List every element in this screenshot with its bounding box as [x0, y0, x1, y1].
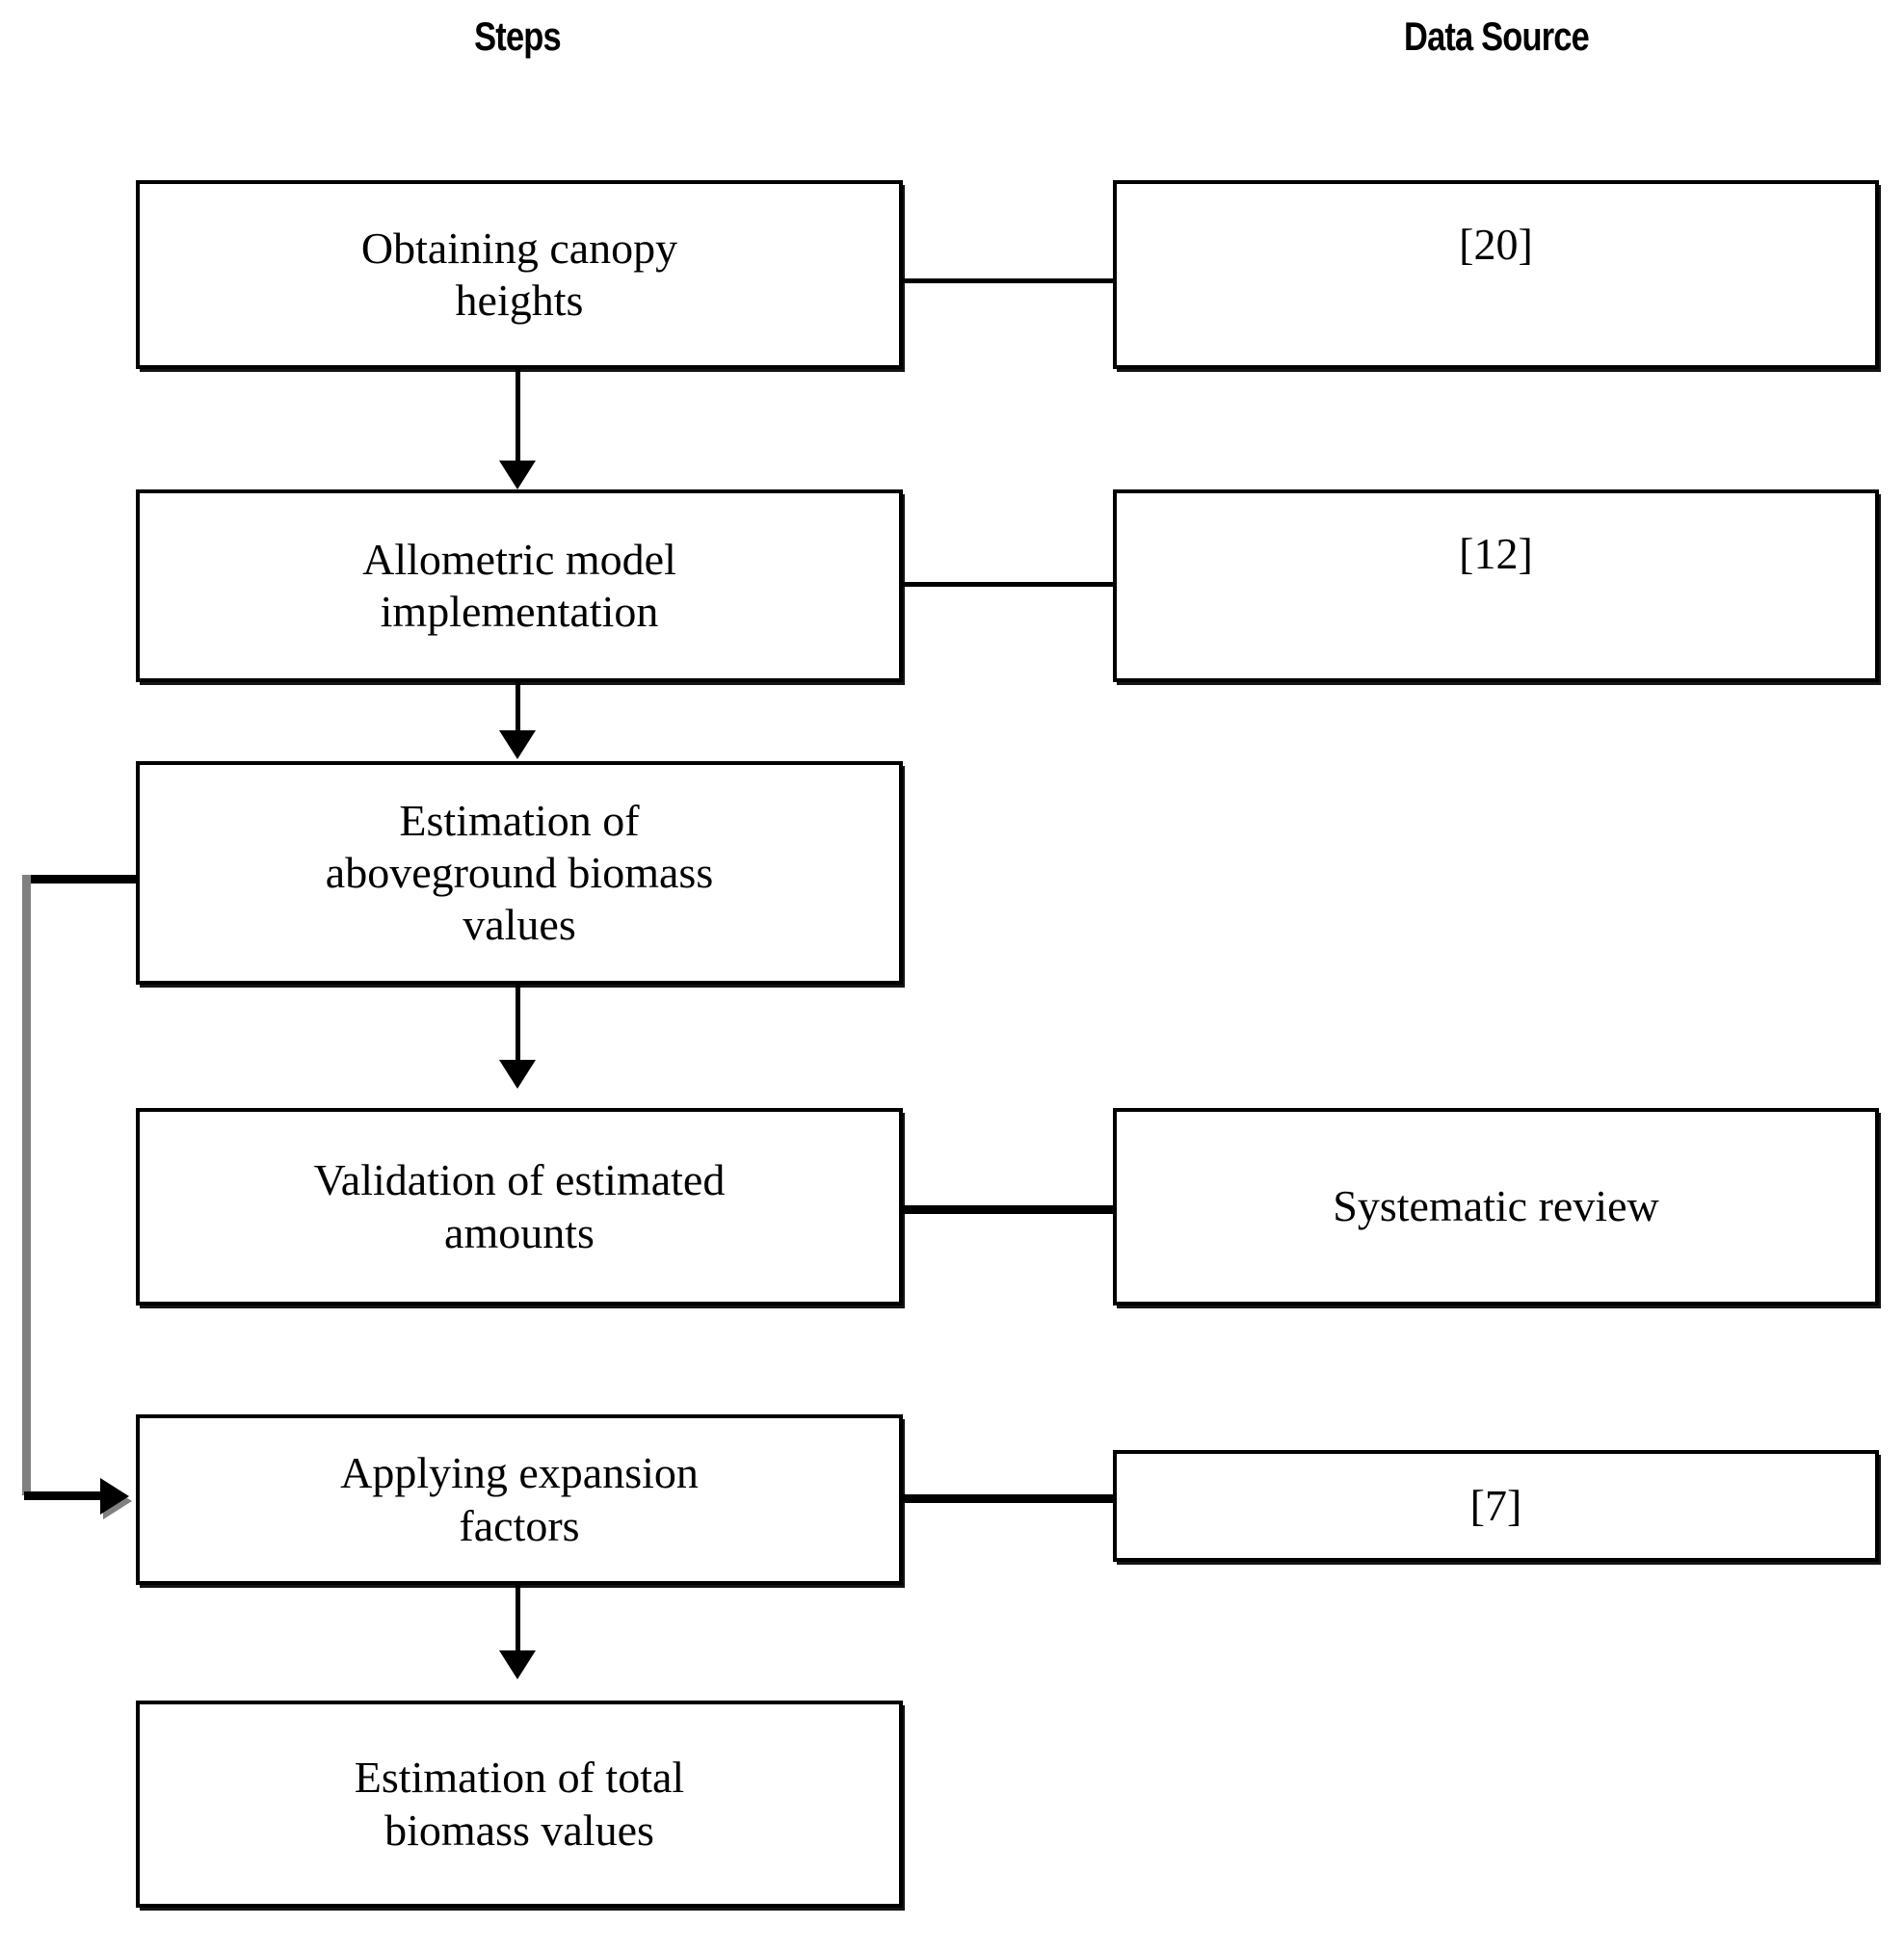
source-node-20[interactable]: [20]	[1113, 180, 1879, 369]
feedback-connector-arrowhead	[100, 1478, 129, 1515]
step-label: Estimation of aboveground biomass values	[325, 795, 714, 950]
source-label: [7]	[1469, 1480, 1522, 1530]
step-label: Allometric model implementation	[362, 534, 676, 636]
column-header-data-source: Data Source	[1404, 13, 1590, 59]
source-label: [12]	[1459, 529, 1533, 578]
connector-step5-step6-arrowhead	[499, 1650, 536, 1679]
feedback-connector-vertical-segment	[22, 875, 31, 1495]
step-node-obtaining-canopy-heights[interactable]: Obtaining canopy heights	[136, 180, 903, 369]
column-header-steps: Steps	[474, 13, 562, 59]
connector-step2-step3-arrowhead	[499, 730, 536, 759]
feedback-connector-top-segment	[24, 875, 140, 884]
connector-step2-step3-line	[516, 682, 520, 735]
step-node-validation-of-estimated-amounts[interactable]: Validation of estimated amounts	[136, 1108, 903, 1306]
step-node-estimation-aboveground-biomass[interactable]: Estimation of aboveground biomass values	[136, 761, 903, 985]
source-node-12[interactable]: [12]	[1113, 489, 1879, 682]
feedback-connector-bottom-segment	[24, 1491, 113, 1500]
step-label: Validation of estimated amounts	[313, 1155, 726, 1257]
step-label: Applying expansion factors	[340, 1448, 699, 1550]
connector-step4-source4	[899, 1205, 1117, 1214]
connector-step1-source1	[899, 278, 1117, 283]
connector-step1-step2-line	[516, 369, 520, 465]
step-node-allometric-model-implementation[interactable]: Allometric model implementation	[136, 489, 903, 682]
source-label: [20]	[1459, 220, 1533, 269]
connector-step5-source5	[899, 1494, 1117, 1503]
connector-step3-step4-arrowhead	[499, 1060, 536, 1089]
step-label: Obtaining canopy heights	[360, 223, 678, 325]
step-node-estimation-total-biomass-values[interactable]: Estimation of total biomass values	[136, 1701, 903, 1908]
source-label: Systematic review	[1333, 1181, 1659, 1231]
connector-step1-step2-arrowhead	[499, 461, 536, 489]
connector-step5-step6-line	[516, 1585, 520, 1657]
step-node-applying-expansion-factors[interactable]: Applying expansion factors	[136, 1414, 903, 1585]
connector-step3-step4-line	[516, 985, 520, 1067]
source-node-7[interactable]: [7]	[1113, 1450, 1879, 1562]
connector-step2-source2	[899, 582, 1117, 587]
step-label: Estimation of total biomass values	[354, 1753, 685, 1855]
source-node-systematic-review[interactable]: Systematic review	[1113, 1108, 1879, 1306]
